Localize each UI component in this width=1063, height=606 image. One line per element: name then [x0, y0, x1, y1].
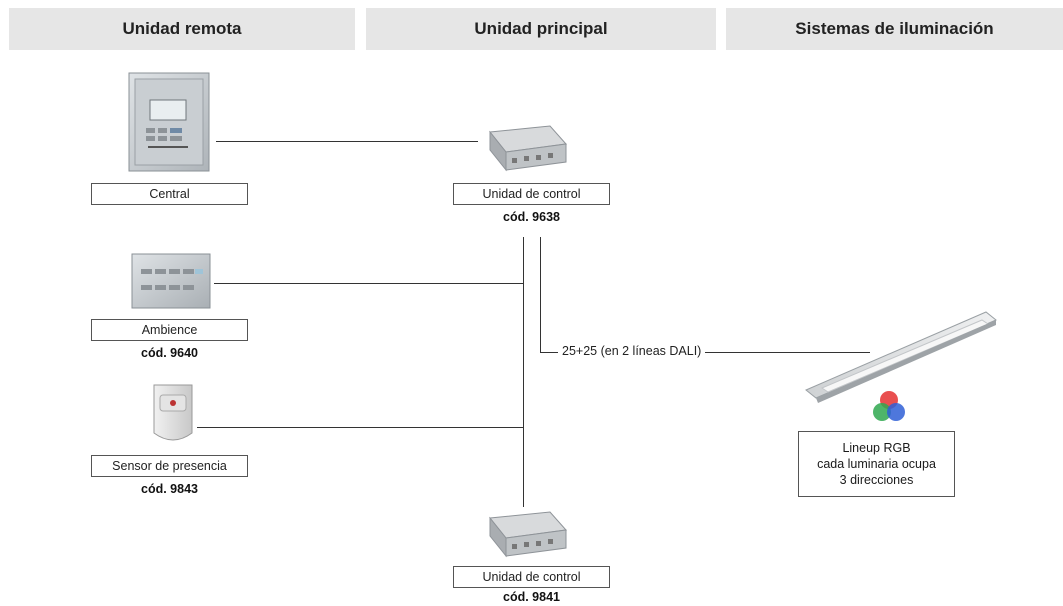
rgb-color-icon — [873, 391, 905, 421]
header-lighting-systems: Sistemas de iluminación — [726, 8, 1063, 50]
control-unit-bottom-code: cód. 9841 — [503, 590, 560, 604]
connector-dali-vertical — [540, 237, 541, 353]
header-remote-unit: Unidad remota — [9, 8, 355, 50]
header-main-unit: Unidad principal — [366, 8, 716, 50]
control-unit-top-label: Unidad de control — [453, 183, 610, 205]
connector-ambience-to-bus — [214, 283, 524, 284]
central-panel-icon — [128, 72, 210, 172]
control-unit-bottom-label: Unidad de control — [453, 566, 610, 588]
lineup-rgb-title: Lineup RGB — [842, 441, 911, 455]
connector-sensor-to-bus — [197, 427, 524, 428]
lineup-rgb-desc-line2: 3 direcciones — [839, 473, 914, 487]
connector-central-to-control — [216, 141, 478, 142]
presence-sensor-label: Sensor de presencia — [91, 455, 248, 477]
central-label: Central — [91, 183, 248, 205]
lineup-luminaire-icon — [805, 311, 997, 403]
control-unit-top-code: cód. 9638 — [503, 210, 560, 224]
connector-bus-vertical — [523, 237, 524, 507]
presence-sensor-code: cód. 9843 — [141, 482, 198, 496]
lineup-rgb-box: Lineup RGB cada luminaria ocupa 3 direcc… — [798, 431, 955, 497]
presence-sensor-icon — [153, 384, 193, 441]
ambience-keypad-icon — [131, 253, 211, 309]
control-unit-bottom-icon — [489, 511, 567, 558]
dali-lines-label: 25+25 (en 2 líneas DALI) — [558, 344, 706, 358]
ambience-code: cód. 9640 — [141, 346, 198, 360]
ambience-label: Ambience — [91, 319, 248, 341]
lineup-rgb-desc-line1: cada luminaria ocupa — [817, 457, 936, 471]
control-unit-top-icon — [489, 125, 567, 172]
